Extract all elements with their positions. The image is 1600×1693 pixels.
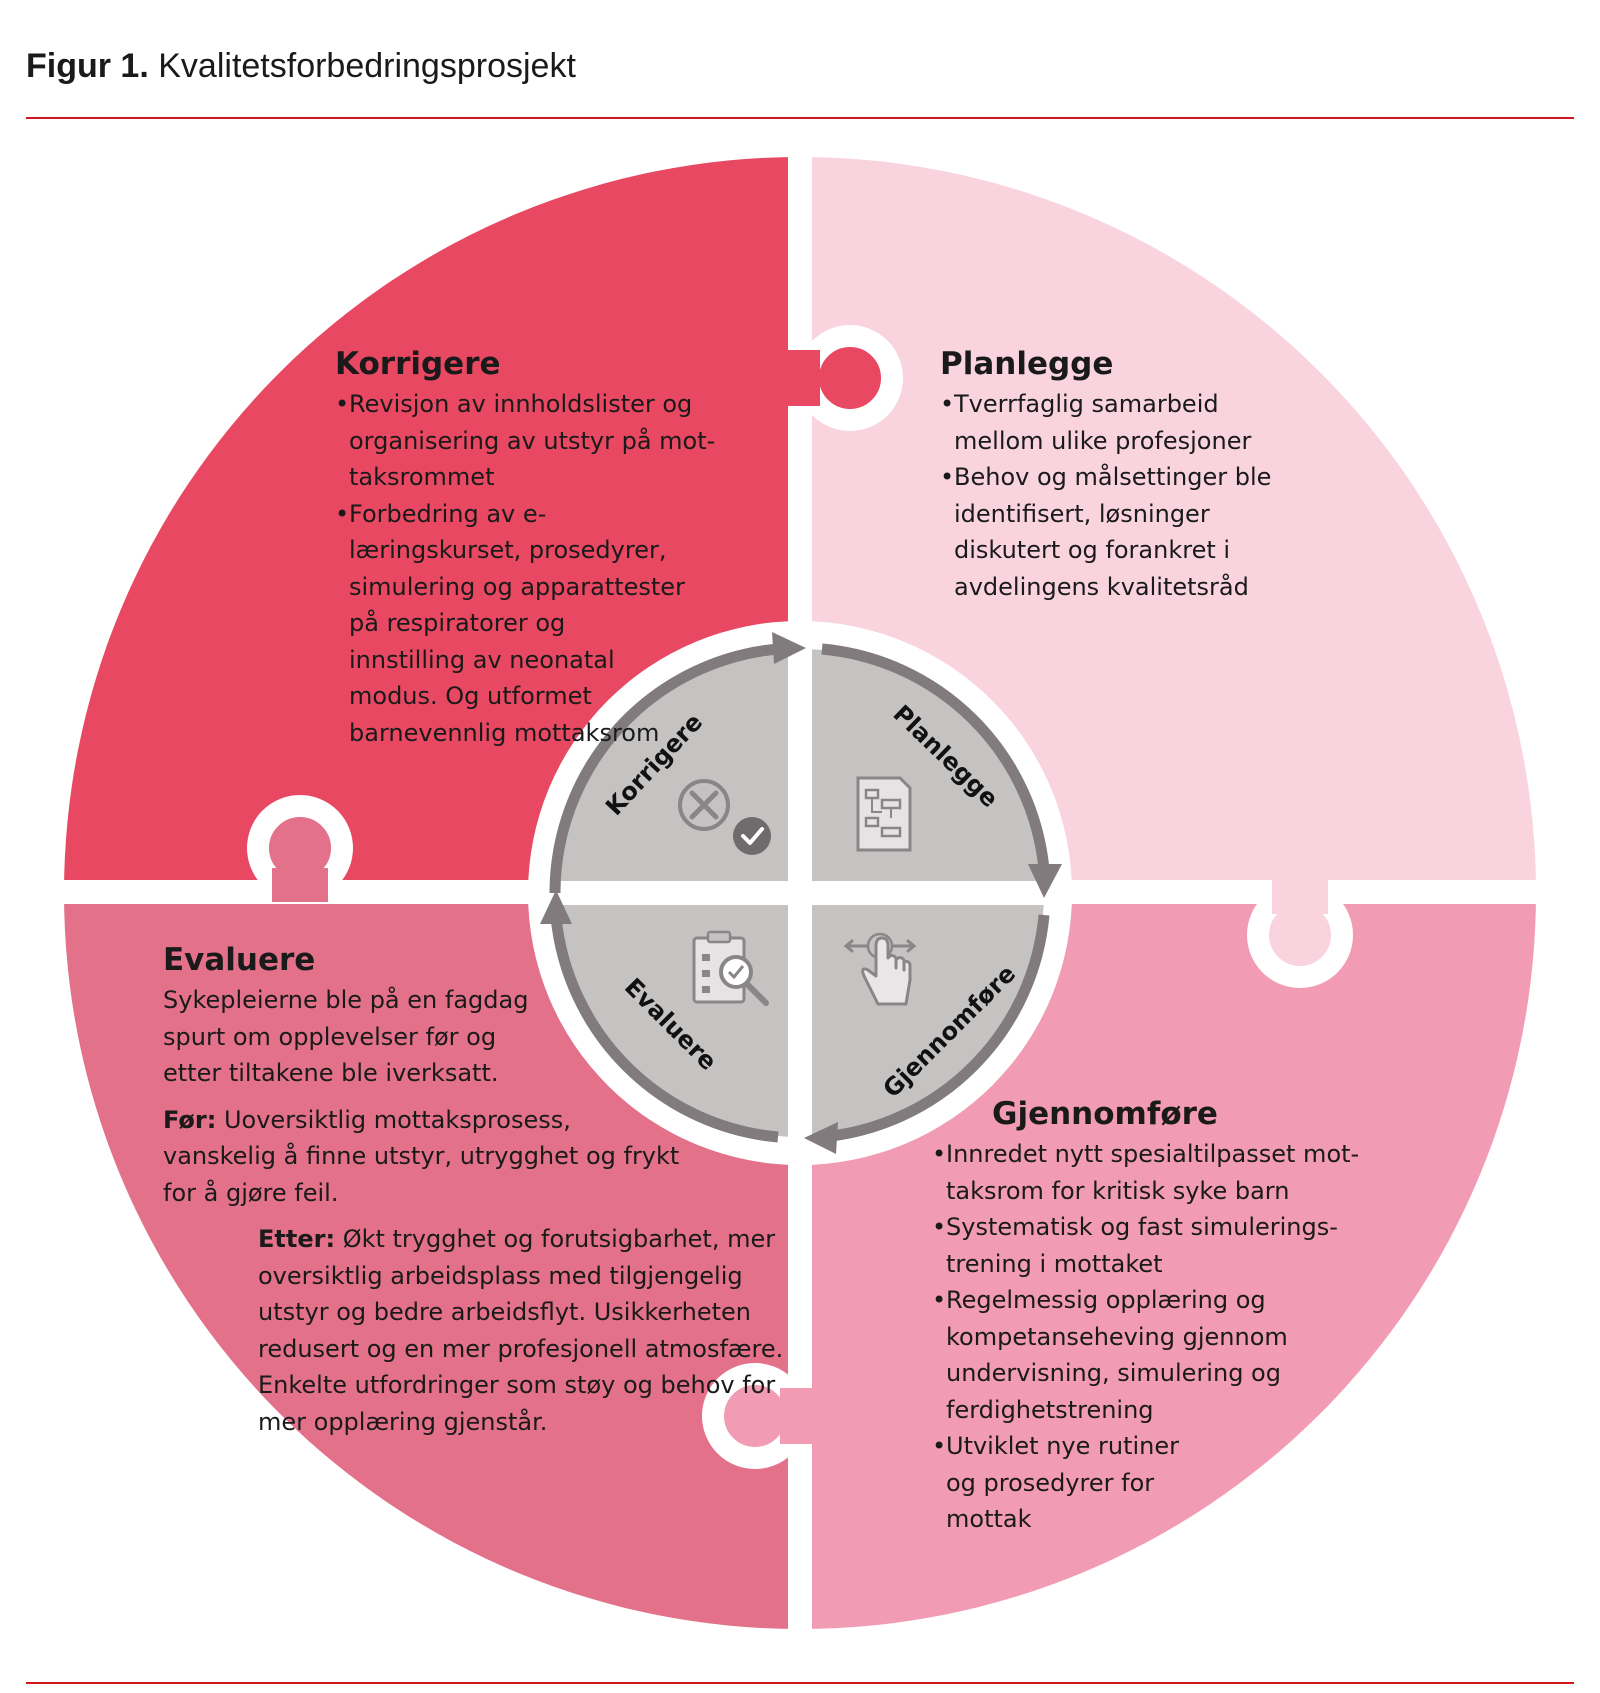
gjennomfore-bullet-3: Regelmessig opplæring og kompetansehevin… [932, 1282, 1372, 1428]
quadrant-evaluere: Evaluere Sykepleierne ble på en fagdag s… [163, 940, 803, 1440]
quadrant-title-gjennomfore: Gjennomføre [992, 1096, 1218, 1132]
figure-title-text: Kvalitetsforbedringsprosjekt [158, 47, 576, 85]
gjennomfore-bullet-2: Systematisk og fast simulerings-trening … [932, 1209, 1372, 1282]
quadrant-title-planlegge: Planlegge [940, 346, 1114, 382]
puzzle-knob-bottom [702, 1363, 814, 1469]
figure-title: Figur 1. Kvalitetsforbedringsprosjekt [26, 44, 576, 88]
planlegge-bullet-1: Tverrfaglig samarbeid mellom ulike profe… [940, 386, 1280, 459]
korrigere-bullet-1: Revisjon av innholdslister og organiseri… [335, 386, 745, 496]
quadrant-title-korrigere: Korrigere [335, 346, 501, 382]
arc-evaluere-to-korrigere [550, 916, 779, 1143]
puzzle-knob-left [247, 795, 353, 902]
figure-label: Figur 1. [26, 47, 149, 85]
planlegge-bullet-2: Behov og målsettinger ble identifisert, … [940, 459, 1280, 605]
quadrant-planlegge: Planlegge Tverrfaglig samarbeid mellom u… [940, 344, 1280, 605]
evaluere-intro: Sykepleierne ble på en fagdag spurt om o… [163, 986, 529, 1087]
evaluere-before-label: Før: [163, 1105, 217, 1134]
evaluere-after-label: Etter: [258, 1225, 336, 1253]
inner-cycle [528, 621, 1072, 1165]
evaluere-after: Etter: Økt trygghet og forutsigbarhet, m… [258, 1221, 798, 1440]
evaluere-after-text: Økt trygghet og forutsigbarhet, mer over… [258, 1225, 784, 1436]
puzzle-knob-right [1247, 880, 1353, 988]
arc-planlegge-to-gjennomfore [821, 643, 1050, 870]
flowchart-document-icon [856, 776, 912, 852]
quadrant-title-evaluere: Evaluere [163, 942, 316, 978]
arrow-to-evaluere [804, 1122, 838, 1154]
arrow-to-korrigere [540, 890, 572, 924]
bottom-rule [26, 1682, 1574, 1684]
clipboard-magnifier-icon [692, 930, 769, 1006]
top-rule [26, 117, 1574, 119]
swipe-hand-icon [843, 932, 917, 1006]
x-and-check-icon [678, 779, 771, 855]
evaluere-before: Før: Uoversiktlig mottaksprosess, vanske… [163, 1102, 683, 1212]
korrigere-bullet-2: Forbedring av e-læringskurset, prosedyre… [335, 496, 745, 752]
gjennomfore-bullet-1: Innredet nytt spesialtilpasset mot-taksr… [932, 1136, 1372, 1209]
quadrant-gjennomfore: Gjennomføre Innredet nytt spesialtilpass… [932, 1094, 1372, 1538]
puzzle-knob-top [780, 325, 903, 431]
gjennomfore-bullet-4: Utviklet nye rutiner og prosedyrer for m… [932, 1428, 1372, 1538]
quadrant-korrigere: Korrigere Revisjon av innholdslister og … [335, 344, 745, 751]
arrow-to-gjennomfore [1028, 864, 1062, 898]
evaluere-before-text: Uoversiktlig mottaksprosess, vanskelig å… [163, 1105, 680, 1207]
arrow-to-planlegge [772, 632, 806, 664]
arc-gjennomfore-to-evaluere [821, 914, 1050, 1143]
